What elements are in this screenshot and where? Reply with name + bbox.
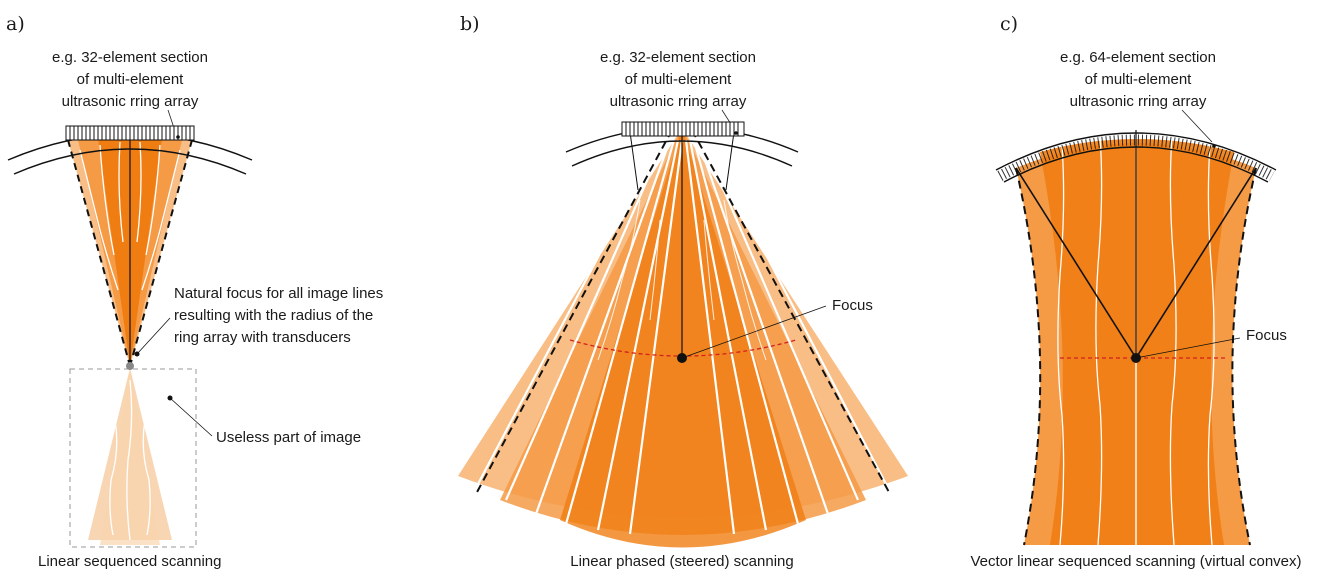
panel-c-array-leader <box>1181 109 1213 143</box>
panel-c-caption: Vector linear sequenced scanning (virtua… <box>970 553 1301 570</box>
panel-a-annotation-focus-1: Natural focus for all image lines <box>174 285 383 302</box>
panel-a-ring-array <box>7 125 253 175</box>
panel-c-array-label-2: of multi-element <box>1085 71 1193 88</box>
panel-a-useless-leader <box>169 397 213 437</box>
panel-b-ring-array <box>565 121 799 167</box>
panel-a-array-label-3: ultrasonic rring array <box>62 93 199 110</box>
panel-a-caption: Linear sequenced scanning <box>38 553 221 570</box>
panel-b-array-label-1: e.g. 32-element section <box>600 49 756 66</box>
panel-b-array-label-3: ultrasonic rring array <box>610 93 747 110</box>
panel-c-array-label-1: e.g. 64-element section <box>1060 49 1216 66</box>
panel-b-beam-fan <box>458 128 908 548</box>
panel-a-beam-fan <box>67 138 193 367</box>
panel-a-annotation-useless: Useless part of image <box>216 429 361 446</box>
panel-c: c) e.g. 64-element section of multi-elem… <box>970 13 1301 570</box>
panel-a-focus-leader <box>136 317 171 355</box>
panel-c-beam-region <box>1015 130 1257 546</box>
panel-a-useless-region <box>69 368 197 548</box>
panel-a-annotation-focus-2: resulting with the radius of the <box>174 307 373 324</box>
panel-c-letter: c) <box>1000 13 1018 35</box>
panel-b: b) e.g. 32-element section of multi-elem… <box>458 13 908 570</box>
panel-b-array-label-2: of multi-element <box>625 71 733 88</box>
panel-a-array-label-1: e.g. 32-element section <box>52 49 208 66</box>
panel-b-annotation-focus: Focus <box>832 297 873 314</box>
panel-b-letter: b) <box>460 13 480 35</box>
panel-a-focus-point <box>126 362 134 370</box>
panel-a-letter: a) <box>6 13 25 35</box>
panel-c-focus-leader <box>1135 337 1241 359</box>
panel-a: a) e.g. 32-element section of multi-elem… <box>6 13 383 570</box>
panel-c-ring-array <box>995 132 1277 183</box>
panel-a-annotation-focus-3: ring array with transducers <box>174 329 351 346</box>
panel-c-array-label-3: ultrasonic rring array <box>1070 93 1207 110</box>
panel-b-focus-leader <box>681 305 827 359</box>
panel-b-caption: Linear phased (steered) scanning <box>570 553 793 570</box>
panel-a-array-label-2: of multi-element <box>77 71 185 88</box>
panel-a-useless-box <box>69 368 197 548</box>
panel-c-annotation-focus: Focus <box>1246 327 1287 344</box>
